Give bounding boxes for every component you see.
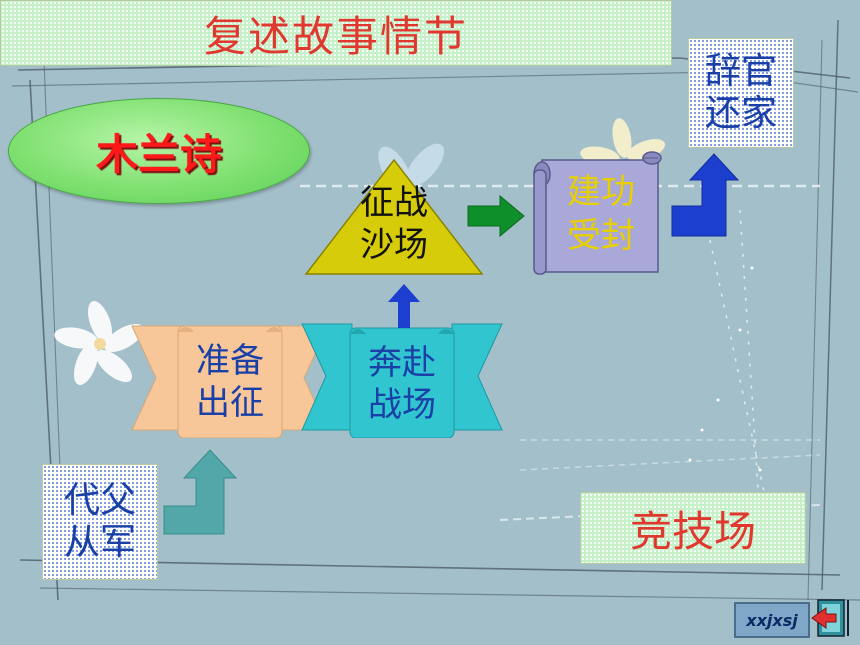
arena-label: 竞技场 xyxy=(629,506,756,556)
step-retire-home: 辞官 还家 xyxy=(688,38,794,148)
exit-door-icon[interactable] xyxy=(810,596,856,640)
poem-title-badge: 木兰诗 xyxy=(8,98,310,204)
step-fight-label: 征战 沙场 xyxy=(360,183,428,265)
step-replace-father: 代父 从军 xyxy=(42,464,158,580)
step-retire-home-label: 辞官 还家 xyxy=(704,51,777,134)
rush-battlefield-ribbon xyxy=(301,323,503,438)
arena-link[interactable]: 竞技场 xyxy=(580,492,806,564)
title-banner: 复述故事情节 xyxy=(0,0,672,66)
step-replace-father-label: 代父 从军 xyxy=(63,480,136,563)
blue-up-arrow xyxy=(388,284,420,328)
step-merit-label: 建功 受封 xyxy=(567,172,635,256)
logo-button[interactable]: xxjxsj xyxy=(734,602,810,638)
merit-scroll xyxy=(533,151,662,275)
step-prepare-label: 准备 出征 xyxy=(196,341,264,423)
page-title: 复述故事情节 xyxy=(203,11,468,61)
green-right-arrow xyxy=(467,194,525,238)
prepare-ribbon xyxy=(131,325,329,438)
step-rush-label: 奔赴 战场 xyxy=(368,343,436,425)
teal-turn-arrow xyxy=(163,449,238,535)
fight-triangle xyxy=(304,158,484,275)
blue-turn-arrow xyxy=(671,153,740,237)
poem-title-label: 木兰诗 xyxy=(95,129,222,179)
logo-text: xxjxsj xyxy=(746,610,798,630)
